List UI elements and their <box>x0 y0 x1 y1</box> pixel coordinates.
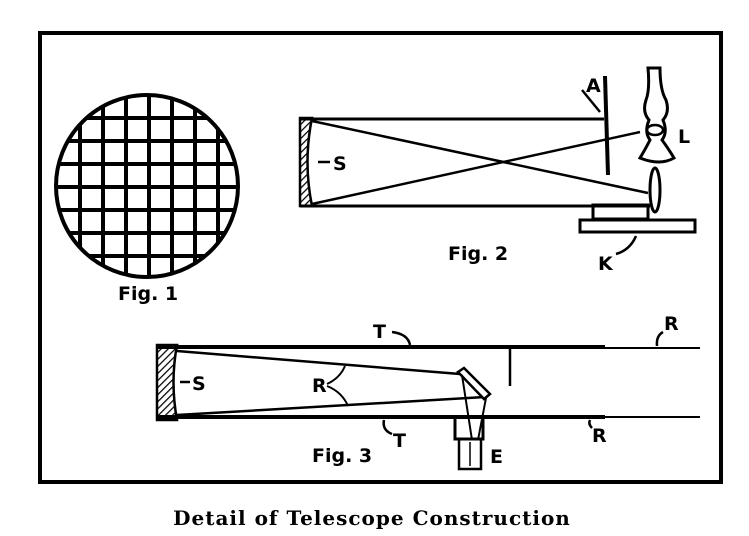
mirror-s <box>298 116 314 208</box>
fig2-part-l: L <box>678 126 690 148</box>
fig2-part-a: A <box>586 75 601 97</box>
fig3-part-r-rays: R <box>312 375 327 397</box>
caption: Detail of Telescope Construction <box>173 506 571 530</box>
diagonal-mirror <box>456 366 492 401</box>
candle <box>648 166 662 214</box>
frame-border <box>38 31 723 484</box>
fig3-part-r-bottom: R <box>592 425 607 447</box>
fig3-label: Fig. 3 <box>312 445 372 467</box>
fig2-part-k: K <box>598 253 614 275</box>
screen-a <box>603 75 610 176</box>
fig3-part-t-top: T <box>373 321 386 343</box>
fig2-drawing <box>298 66 697 256</box>
fig2-label: Fig. 2 <box>448 243 508 265</box>
mirror-s <box>155 343 179 422</box>
fig3-drawing <box>155 330 700 471</box>
fig3-part-e: E <box>490 446 503 468</box>
shelf-k <box>578 218 697 234</box>
fig3-part-t-bottom: T <box>393 430 406 452</box>
eyepiece-e <box>457 437 483 471</box>
fig3-part-s: S <box>192 373 206 395</box>
fig2-part-s: S <box>333 153 347 175</box>
fig1-label: Fig. 1 <box>118 283 178 305</box>
fig1-grid-circle <box>54 93 240 279</box>
lamp-l <box>637 66 677 164</box>
fig3-part-r-top: R <box>664 313 679 335</box>
